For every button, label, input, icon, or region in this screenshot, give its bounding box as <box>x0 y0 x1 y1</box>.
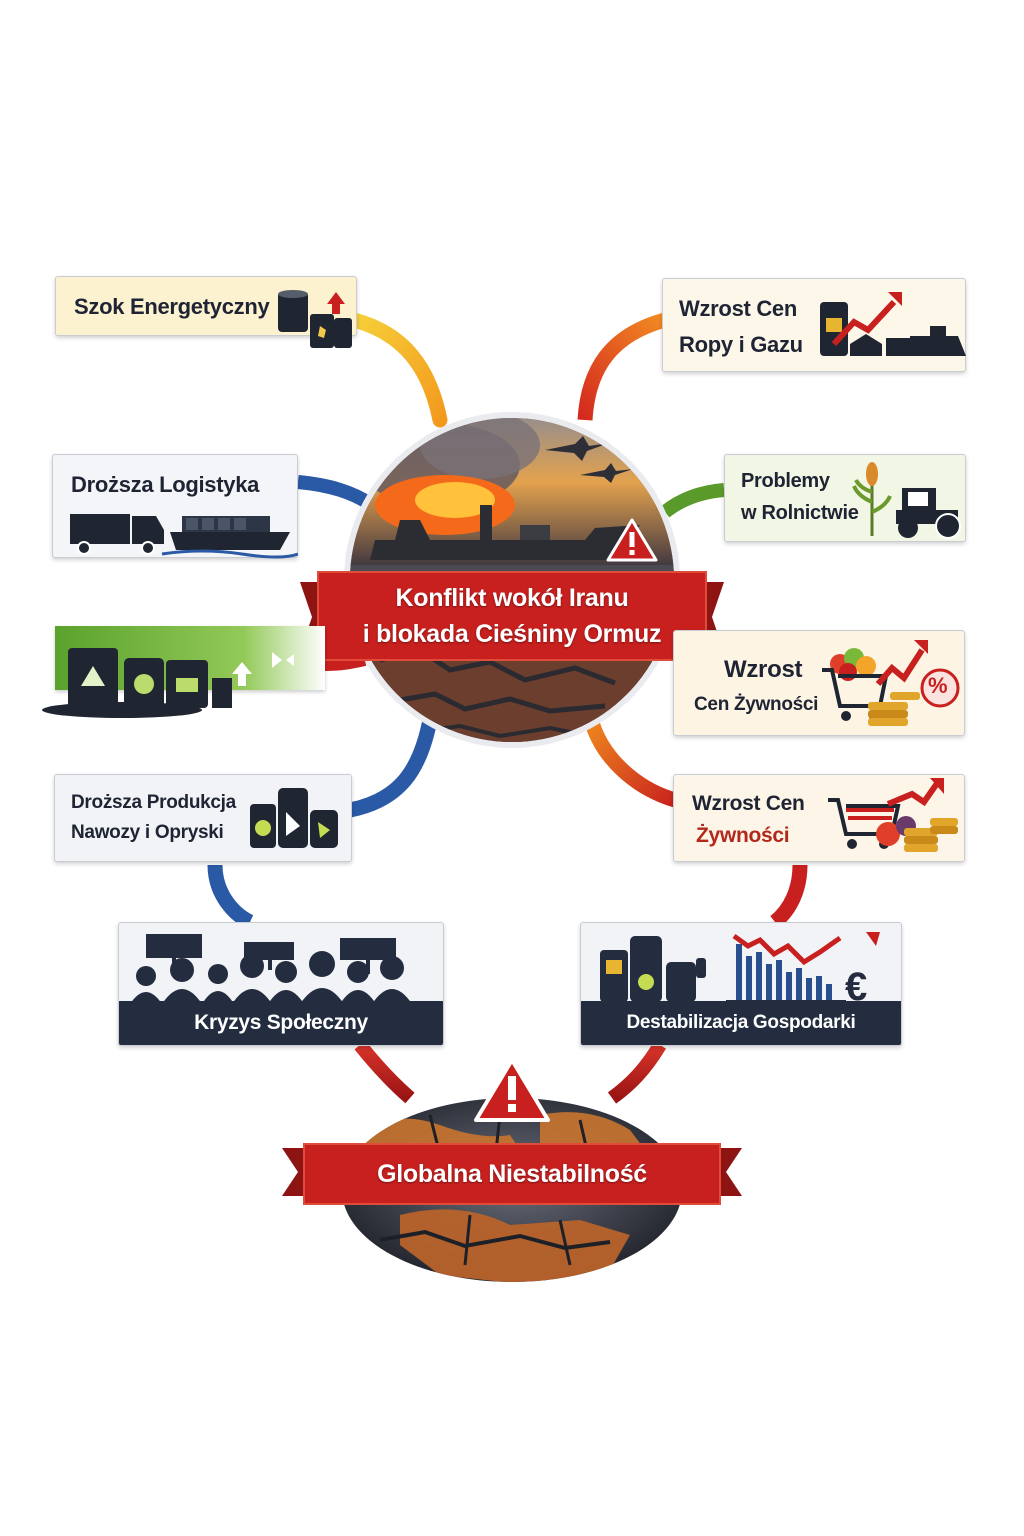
connector-social-outcome <box>354 1040 415 1104</box>
food-prices-2-label-line1: Wzrost Cen <box>692 792 805 815</box>
truck-ship-icon <box>70 514 298 559</box>
center-title-line2: i blokada Cieśniny Ormuz <box>362 620 662 648</box>
falling-chart-euro-icon <box>600 932 880 1003</box>
food-prices-1-label-line2: Cen Żywności <box>694 694 819 715</box>
food-prices-1-label-line1: Wzrost <box>724 656 803 683</box>
economy-label: Destabilizacja Gospodarki <box>581 1001 901 1045</box>
shopping-cart-percent-icon <box>822 640 960 726</box>
outcome-ribbon <box>282 1143 742 1205</box>
agriculture-label-line1: Problemy <box>741 470 830 492</box>
outcome-label: Globalna Niestabilność <box>377 1160 647 1188</box>
agriculture-label-line2: w Rolnictwie <box>741 502 859 524</box>
warning-icon <box>606 518 658 562</box>
percent-symbol: % <box>928 673 948 698</box>
connector-oil <box>577 312 668 421</box>
shopping-cart-coins-icon <box>828 778 958 852</box>
oil-rising-chart-icon <box>820 292 966 356</box>
food-prices-2-label-line2: Żywności <box>696 824 790 847</box>
connector-logistics <box>297 475 376 511</box>
connector-production <box>348 718 438 818</box>
logistics-label: Droższa Logistyka <box>71 472 260 497</box>
connector-economy-outcome <box>607 1041 667 1104</box>
connector-agri <box>660 483 725 518</box>
oil-gas-label-line1: Wzrost Cen <box>679 296 798 321</box>
connector-food1 <box>582 713 678 808</box>
production-label-line1: Droższa Produkcja <box>71 792 236 813</box>
social-crisis-label: Kryzys Społeczny <box>119 1001 443 1045</box>
protest-crowd-icon <box>130 934 412 1004</box>
energy-shock-label: Szok Energetyczny <box>74 294 270 319</box>
connector-social <box>207 864 254 929</box>
chemical-bottles-icon <box>250 788 338 848</box>
production-label-line2: Nawozy i Opryski <box>71 822 224 843</box>
euro-symbol: € <box>845 965 868 1009</box>
fertilizer-containers-icon <box>42 648 294 718</box>
connector-food2 <box>770 864 808 928</box>
food-prices-card-1: Wzrost Cen Żywności <box>673 630 965 736</box>
oil-barrels-icon <box>278 290 352 348</box>
outcome-warning-icon <box>474 1058 550 1122</box>
center-title-line1: Konflikt wokół Iranu <box>395 584 629 612</box>
oil-gas-label-line2: Ropy i Gazu <box>679 332 803 357</box>
tractor-crop-icon <box>852 462 961 539</box>
connector-energy <box>337 310 448 428</box>
oil-gas-card: Wzrost Cen Ropy i Gazu <box>662 278 966 372</box>
